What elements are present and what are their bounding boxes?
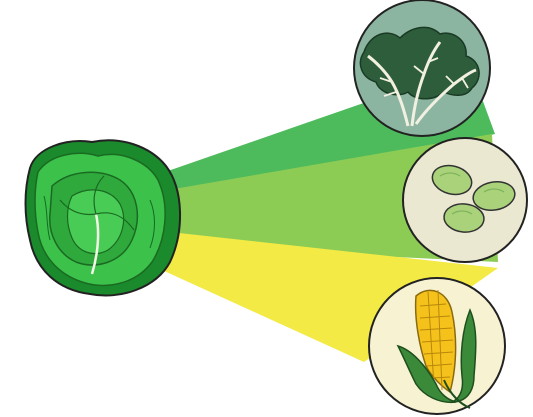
corn-circle	[369, 278, 505, 414]
beans-circle	[403, 138, 527, 262]
leafy-greens-circle	[354, 0, 490, 136]
cabbage-icon	[26, 140, 181, 295]
